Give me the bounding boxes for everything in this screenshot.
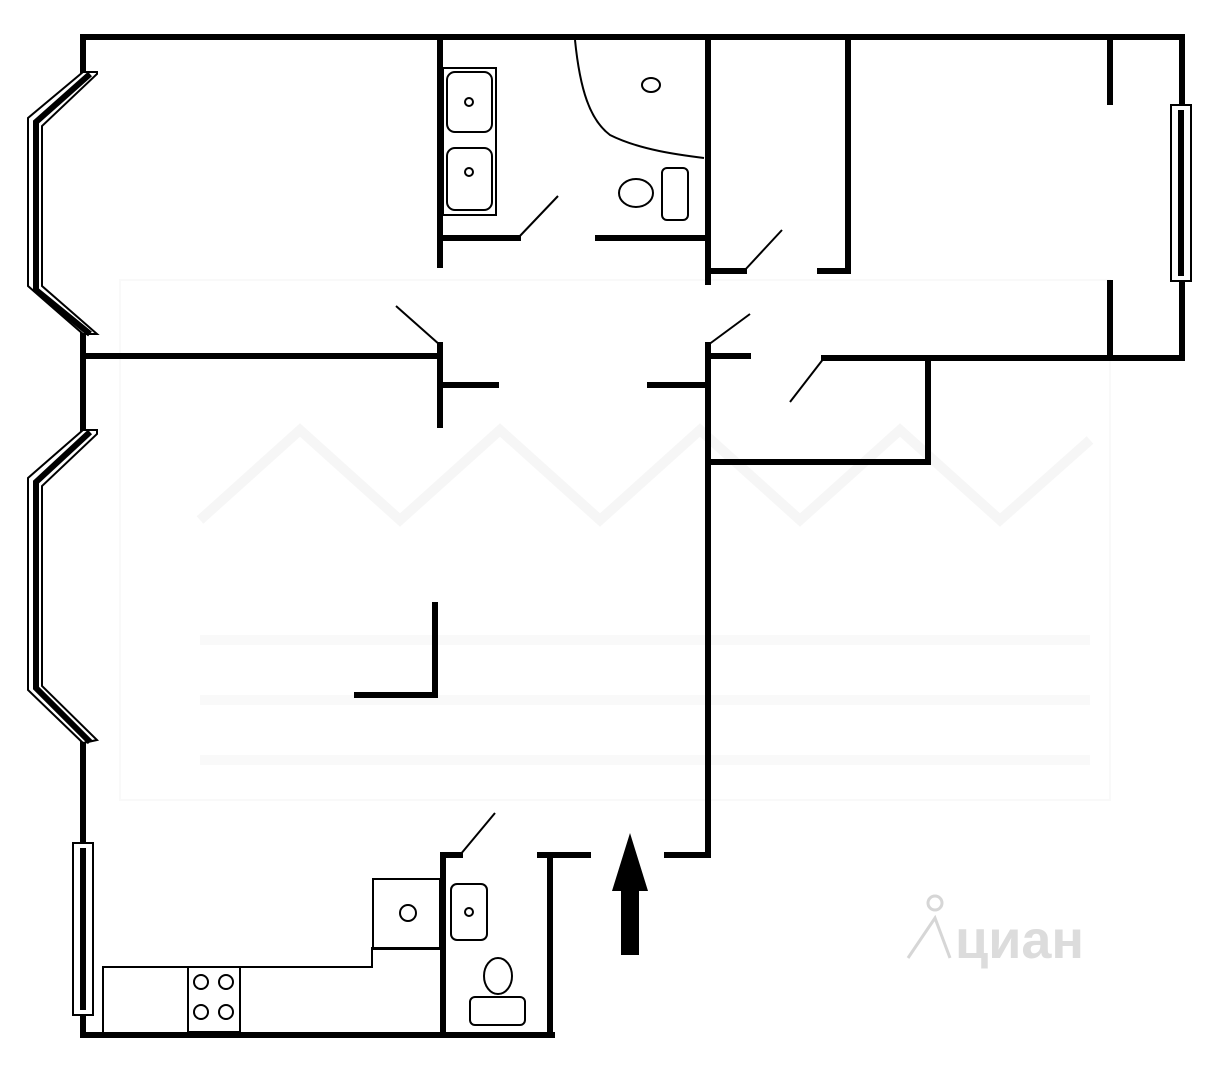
toilet-bottom [469,957,526,1026]
window-right [1170,104,1192,282]
bathtub [574,39,705,159]
watermark-brand-text: циан [955,910,1084,970]
arrow-up-icon [612,833,648,955]
sink-bottom [450,883,488,941]
bay-window-top [27,71,100,337]
background-watermark [119,279,1111,801]
door-swings [395,195,825,856]
kitchen-counter [102,878,441,1033]
toilet-top [618,167,689,221]
walls [80,34,1185,1038]
double-sink [442,67,497,216]
bay-window-bottom [27,429,100,745]
window-kitchen [72,842,94,1016]
watermark-logo: циан [906,894,1084,970]
